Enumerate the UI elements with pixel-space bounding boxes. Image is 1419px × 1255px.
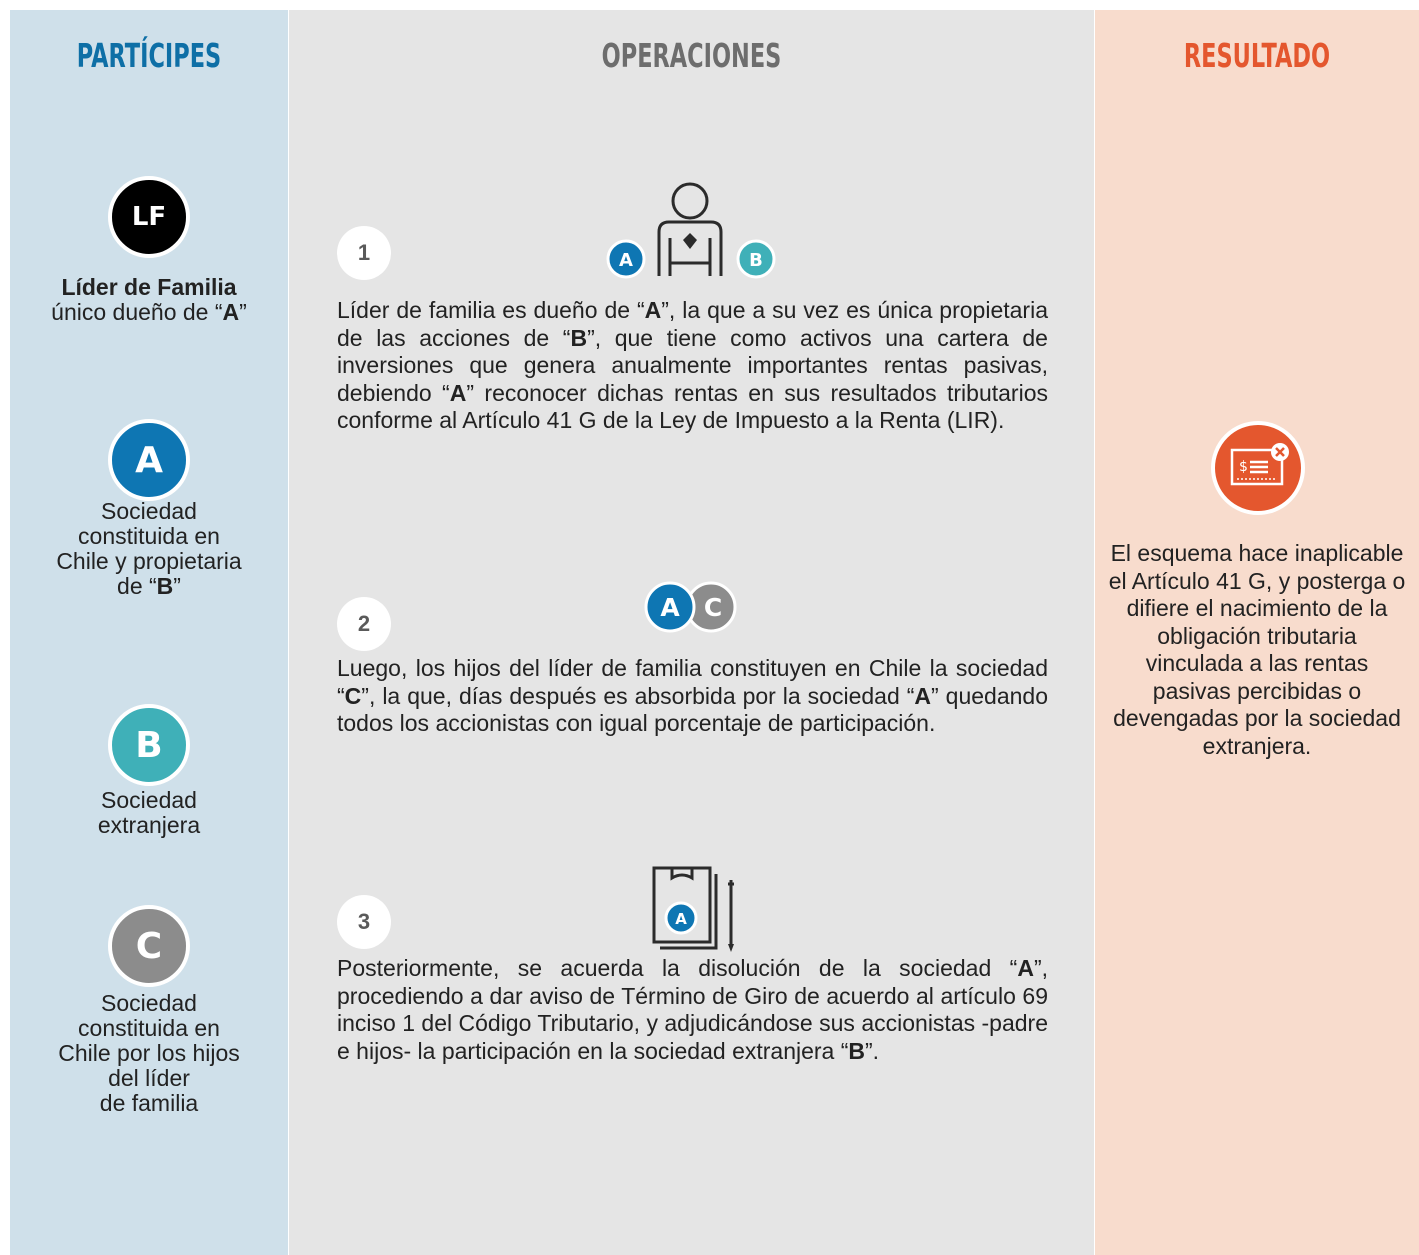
result-text: El esquema hace inaplicable el Artículo … (1108, 540, 1406, 759)
a-badge: A (108, 419, 190, 501)
lf-badge: LF (108, 176, 190, 258)
check-cancel-icon: $ (1211, 421, 1305, 515)
operations-heading: OPERACIONES (601, 36, 782, 75)
svg-text:C: C (704, 593, 722, 622)
step-1-text: Líder de familia es dueño de “A”, la que… (337, 297, 1048, 433)
a-description: Sociedad constituida en Chile y propieta… (56, 498, 242, 599)
executive-person-icon: A B (606, 182, 776, 279)
svg-text:$: $ (1239, 459, 1248, 475)
c-description: Sociedad constituida en Chile por los hi… (58, 990, 240, 1116)
participants-heading: PARTÍCIPES (76, 36, 222, 75)
operations-column: OPERACIONES 1 A B Líder de familia es du… (289, 10, 1094, 1255)
b-description: Sociedad extranjera (97, 787, 201, 838)
lf-description: Líder de Familia único dueño de “A” (51, 274, 247, 325)
svg-text:A: A (619, 250, 633, 271)
b-badge: B (108, 704, 190, 786)
result-heading: RESULTADO (1183, 36, 1331, 75)
step-3-text: Posteriormente, se acuerda la disolución… (337, 955, 1048, 1064)
c-badge: C (108, 905, 190, 987)
svg-text:A: A (660, 593, 680, 622)
svg-text:A: A (675, 910, 687, 928)
svg-text:B: B (749, 250, 763, 271)
step-2-a-badge: A (644, 581, 696, 633)
step-1-number: 1 (337, 226, 391, 280)
step-1-b-badge: B (736, 239, 776, 279)
step-3-number: 3 (337, 895, 391, 949)
step-2-c-badge: C (685, 581, 737, 633)
step-3-a-badge: A (664, 901, 698, 935)
result-column: RESULTADO $ El esquema hace inaplicable … (1095, 10, 1419, 1255)
step-2-number: 2 (337, 597, 391, 651)
document-dissolution-icon: A (652, 866, 734, 952)
step-2-text: Luego, los hijos del líder de familia co… (337, 655, 1048, 736)
lf-title: Líder de Familia (61, 274, 237, 300)
participants-column: PARTÍCIPES LF Líder de Familia único due… (10, 10, 288, 1255)
merge-ac-icon: C A (644, 581, 737, 633)
step-1-a-badge: A (606, 239, 646, 279)
